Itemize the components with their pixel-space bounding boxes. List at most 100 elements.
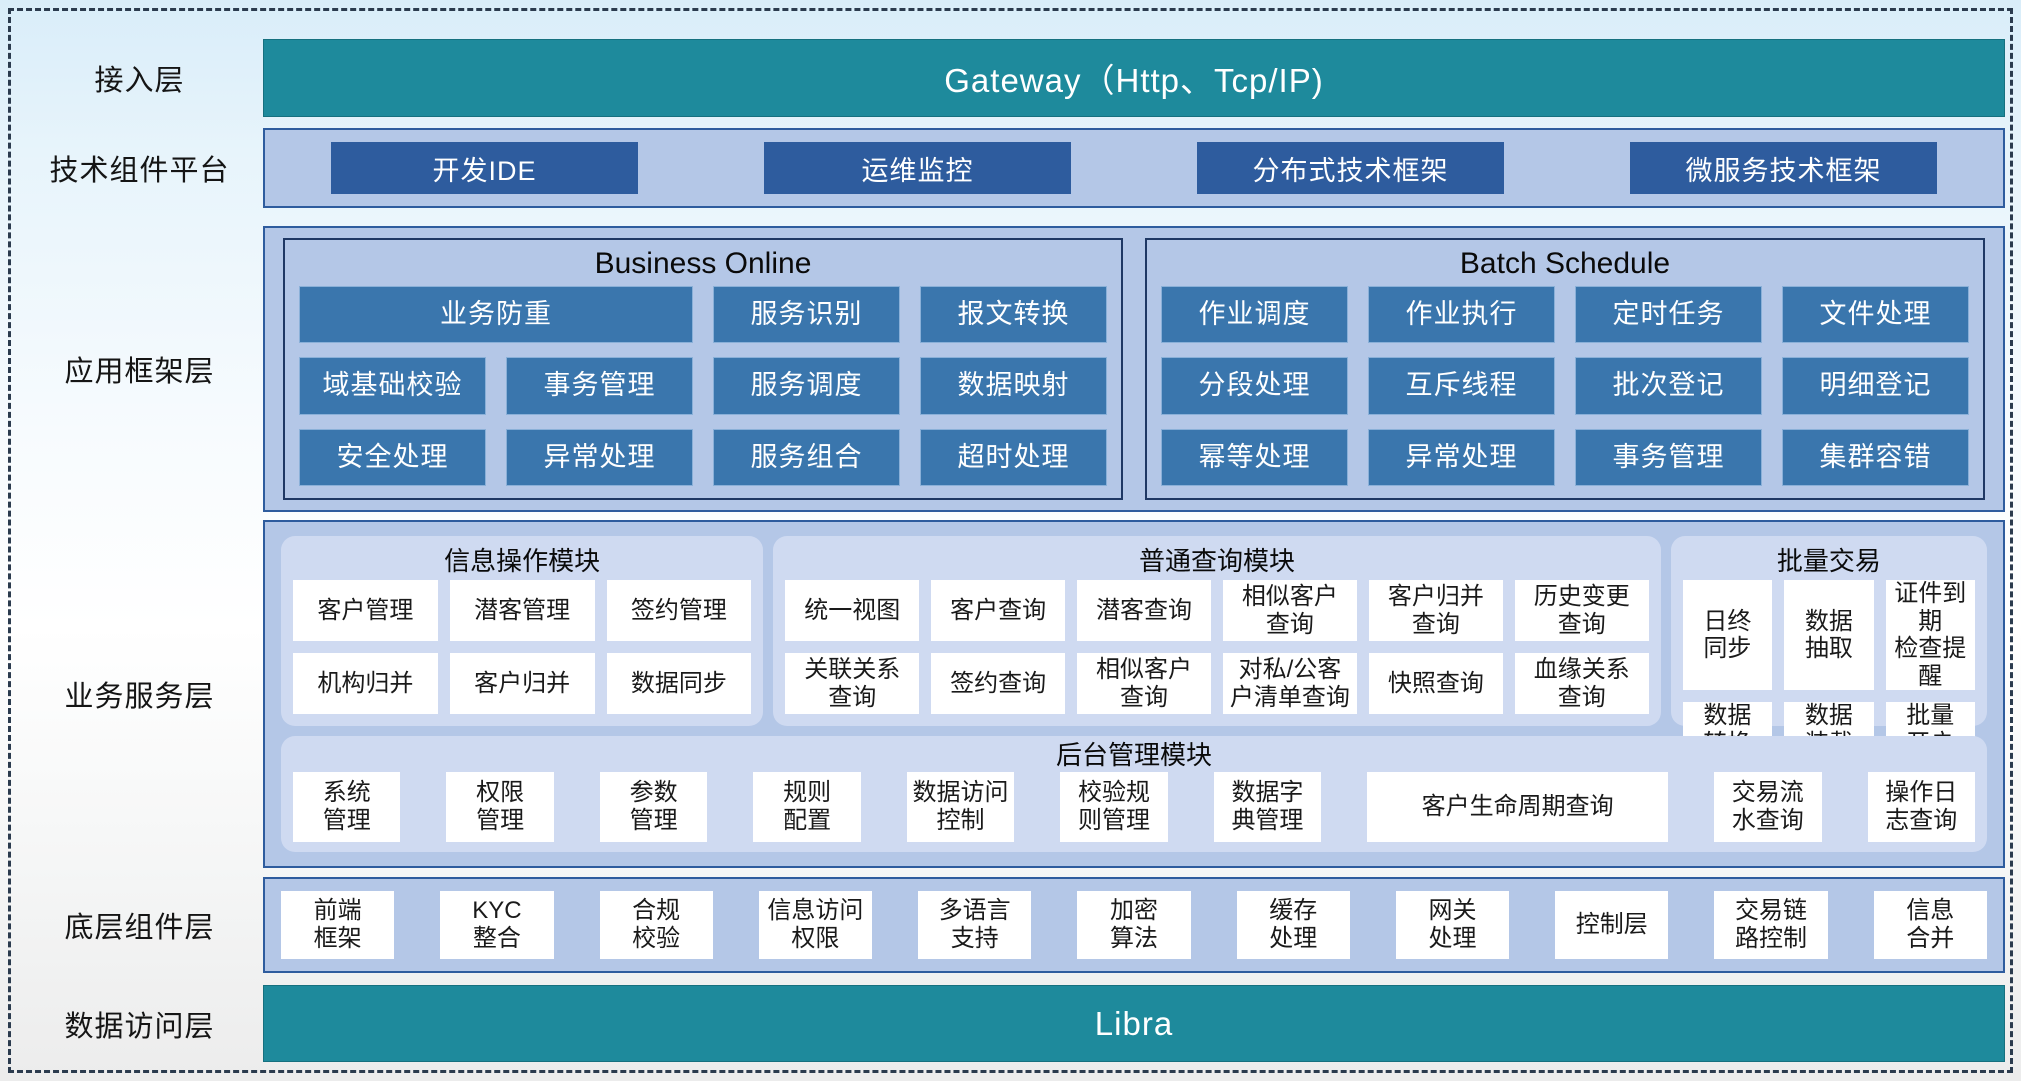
admin-box-3: 规则 配置 (753, 772, 861, 842)
base-component-box-9: 交易链 路控制 (1714, 891, 1828, 959)
layer-label-business-service: 业务服务层 (64, 681, 215, 713)
architecture-diagram: 接入层 Gateway（Http、Tcp/IP) 技术组件平台 开发IDE 运维监… (16, 0, 2005, 1062)
tech-platform-panel: 开发IDE 运维监控 分布式技术框架 微服务技术框架 (263, 128, 2005, 208)
base-component-box-7: 网关 处理 (1395, 891, 1510, 959)
layer-label-access: 接入层 (94, 65, 185, 97)
batch-schedule-box-4: 分段处理 (1161, 357, 1348, 415)
batch-schedule-box-11: 集群容错 (1782, 428, 1969, 486)
batch-schedule-box-8: 幂等处理 (1161, 428, 1348, 486)
base-component-box-6: 缓存 处理 (1236, 891, 1350, 959)
layer-app-framework: 应用框架层 Business Online 业务防重服务识别报文转换域基础校验事… (16, 226, 2005, 512)
business-service-modules: 信息操作模块 客户管理潜客管理签约管理机构归并客户归并数据同步 普通查询模块 统… (281, 536, 1987, 758)
base-component-box-3: 信息访问 权限 (758, 891, 873, 959)
business-online-box-8: 异常处理 (506, 428, 693, 486)
layer-data-access: 数据访问层 Libra (16, 985, 2005, 1062)
business-online-box-3: 域基础校验 (299, 357, 486, 415)
general-query-box-2: 潜客查询 (1077, 580, 1211, 641)
layer-label-base-components: 底层组件层 (64, 912, 215, 944)
business-service-panel: 信息操作模块 客户管理潜客管理签约管理机构归并客户归并数据同步 普通查询模块 统… (263, 520, 2005, 868)
business-online-box-4: 事务管理 (506, 357, 693, 415)
batch-schedule-box-5: 互斥线程 (1368, 357, 1555, 415)
batch-trade-box-1: 数据 抽取 (1784, 580, 1874, 691)
admin-box-1: 权限 管理 (446, 772, 554, 842)
layer-business-service: 业务服务层 信息操作模块 客户管理潜客管理签约管理机构归并客户归并数据同步 普通… (16, 520, 2005, 868)
business-online-title: Business Online (594, 247, 812, 280)
general-query-box-7: 签约查询 (931, 653, 1066, 714)
general-query-box-1: 客户查询 (931, 580, 1066, 641)
business-online-box-1: 服务识别 (713, 286, 900, 344)
general-query-box-0: 统一视图 (785, 580, 920, 641)
info-ops-box-1: 潜客管理 (449, 580, 595, 641)
tech-platform-button-3: 微服务技术框架 (1630, 142, 1937, 194)
general-query-box-4: 客户归并 查询 (1368, 580, 1503, 641)
info-ops-box-4: 客户归并 (449, 653, 595, 714)
layer-label-tech-platform: 技术组件平台 (49, 155, 230, 187)
batch-schedule-group: Batch Schedule 作业调度作业执行定时任务文件处理分段处理互斥线程批… (1145, 238, 1985, 500)
tech-platform-button-0: 开发IDE (331, 142, 638, 194)
general-query-box-5: 历史变更 查询 (1514, 580, 1649, 641)
business-online-box-9: 服务组合 (713, 428, 900, 486)
general-query-box-3: 相似客户 查询 (1222, 580, 1357, 641)
info-ops-title: 信息操作模块 (444, 546, 601, 576)
business-online-box-6: 数据映射 (920, 357, 1107, 415)
business-online-grid: 业务防重服务识别报文转换域基础校验事务管理服务调度数据映射安全处理异常处理服务组… (299, 286, 1107, 486)
business-online-box-0: 业务防重 (299, 286, 693, 344)
libra-bar: Libra (263, 985, 2005, 1062)
batch-schedule-grid: 作业调度作业执行定时任务文件处理分段处理互斥线程批次登记明细登记幂等处理异常处理… (1161, 286, 1969, 486)
batch-schedule-box-6: 批次登记 (1575, 357, 1762, 415)
general-query-box-9: 对私/公客 户清单查询 (1222, 653, 1357, 714)
general-query-box-6: 关联关系 查询 (785, 653, 920, 714)
business-online-box-10: 超时处理 (920, 428, 1107, 486)
info-ops-box-0: 客户管理 (293, 580, 438, 641)
layer-tech-platform: 技术组件平台 开发IDE 运维监控 分布式技术框架 微服务技术框架 (16, 128, 2005, 208)
admin-module: 后台管理模块 系统 管理权限 管理参数 管理规则 配置数据访问 控制校验规 则管… (281, 736, 1987, 852)
base-component-box-4: 多语言 支持 (918, 891, 1032, 959)
layer-access: 接入层 Gateway（Http、Tcp/IP) (16, 39, 2005, 117)
admin-box-2: 参数 管理 (599, 772, 708, 842)
general-query-box-8: 相似客户 查询 (1077, 653, 1211, 714)
admin-box-5: 校验规 则管理 (1060, 772, 1168, 842)
info-ops-box-5: 数据同步 (606, 653, 752, 714)
base-component-box-5: 加密 算法 (1077, 891, 1191, 959)
tech-platform-button-1: 运维监控 (764, 142, 1071, 194)
business-online-group: Business Online 业务防重服务识别报文转换域基础校验事务管理服务调… (283, 238, 1123, 500)
info-ops-module: 信息操作模块 客户管理潜客管理签约管理机构归并客户归并数据同步 (281, 536, 764, 726)
admin-module-row: 系统 管理权限 管理参数 管理规则 配置数据访问 控制校验规 则管理数据字 典管… (293, 772, 1975, 842)
batch-trade-box-2: 证件到期 检查提醒 (1885, 580, 1975, 691)
admin-box-8: 交易流 水查询 (1714, 772, 1822, 842)
general-query-module: 普通查询模块 统一视图客户查询潜客查询相似客户 查询客户归并 查询历史变更 查询… (773, 536, 1661, 726)
batch-schedule-box-1: 作业执行 (1368, 286, 1555, 344)
base-component-box-8: 控制层 (1555, 891, 1669, 959)
base-component-box-2: 合规 校验 (599, 891, 713, 959)
admin-box-9: 操作日 志查询 (1867, 772, 1975, 842)
business-online-box-5: 服务调度 (713, 357, 900, 415)
batch-schedule-box-2: 定时任务 (1575, 286, 1762, 344)
tech-platform-button-2: 分布式技术框架 (1197, 142, 1504, 194)
admin-box-0: 系统 管理 (293, 772, 401, 842)
business-online-box-7: 安全处理 (299, 428, 486, 486)
batch-trade-box-0: 日终 同步 (1682, 580, 1773, 691)
batch-schedule-box-10: 事务管理 (1575, 428, 1762, 486)
general-query-title: 普通查询模块 (1138, 546, 1295, 576)
info-ops-box-2: 签约管理 (606, 580, 752, 641)
info-ops-box-3: 机构归并 (293, 653, 438, 714)
batch-schedule-title: Batch Schedule (1459, 247, 1671, 280)
general-query-box-11: 血缘关系 查询 (1514, 653, 1649, 714)
general-query-box-10: 快照查询 (1368, 653, 1503, 714)
base-component-box-1: KYC 整合 (440, 891, 554, 959)
base-component-box-10: 信息 合并 (1873, 891, 1987, 959)
admin-box-6: 数据字 典管理 (1213, 772, 1322, 842)
business-online-box-2: 报文转换 (920, 286, 1107, 344)
admin-box-4: 数据访问 控制 (906, 772, 1015, 842)
layer-label-data-access: 数据访问层 (64, 1010, 215, 1043)
batch-schedule-box-0: 作业调度 (1161, 286, 1348, 344)
batch-trade-title: 批量交易 (1776, 546, 1881, 576)
batch-schedule-box-3: 文件处理 (1782, 286, 1969, 344)
admin-module-title: 后台管理模块 (1055, 740, 1212, 770)
batch-schedule-box-9: 异常处理 (1368, 428, 1555, 486)
batch-schedule-box-7: 明细登记 (1782, 357, 1969, 415)
info-ops-grid: 客户管理潜客管理签约管理机构归并客户归并数据同步 (293, 580, 752, 714)
